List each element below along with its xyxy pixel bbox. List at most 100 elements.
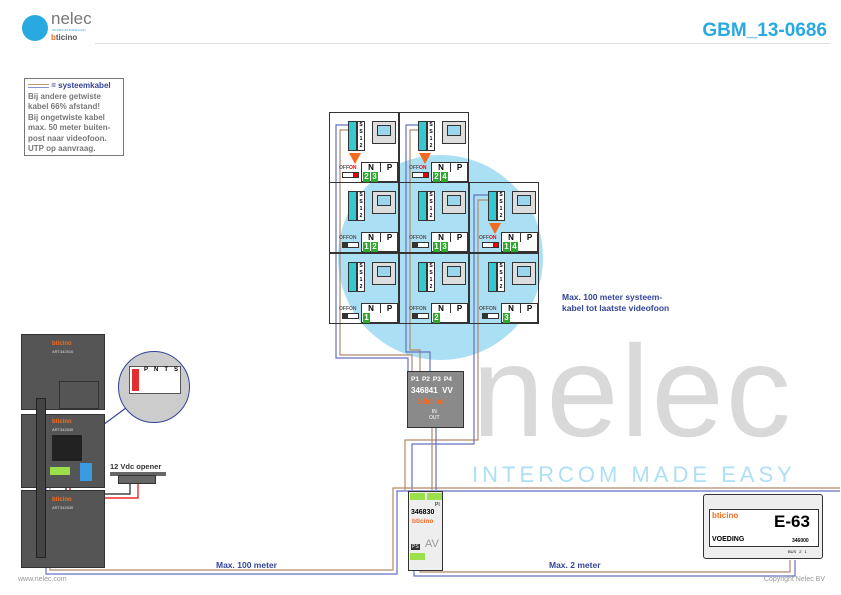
cable-blue [413,560,796,577]
np-header: P [520,233,538,242]
np-header: P [450,233,468,242]
monitor-icon [372,262,396,285]
interface-brand: bticino [412,518,434,525]
terminal-block-icon [348,191,357,221]
legend-box: = systeemkabel Bij andere getwiste kabel… [24,78,124,156]
address-code: 1 [363,313,370,323]
cable-brown [339,129,488,490]
terminal-label: S [359,270,363,276]
dip-switch[interactable] [482,313,499,319]
interface-code: 346830 [411,509,435,516]
ps-label: PS [411,544,420,550]
av-label: AV [425,538,439,550]
legend-line: post naar videofoon. [28,133,107,143]
out-label: OUT [429,415,440,421]
pi-label: PI [435,502,440,508]
legend-line: kabel 66% afstand! [28,102,101,111]
website: www.nelec.com [18,576,67,583]
psu-label: VOEDING [712,536,745,543]
panel-brand: bticino [52,497,72,503]
audio-video-interface-346830: PI 346830 bticino PS AV [408,491,443,571]
opener-label: 12 Vdc opener [110,462,162,471]
psu-brand: bticino [712,511,739,520]
terminal-block-icon [348,121,357,151]
terminal-label: 2 [499,284,503,290]
legend-line: Bij andere getwiste [28,91,101,101]
switch-label: OFFON [339,306,357,312]
terminal-label: 2 [499,213,503,219]
panel-connector-cable [36,398,46,558]
watermark-text: nelec [472,318,793,464]
np-header: N [438,163,444,172]
np-header: N [368,304,374,313]
terminal-block-icon [488,191,497,221]
monitor-icon [442,121,466,144]
in-label: IN [431,409,437,415]
terminal-label: 2 [359,213,363,219]
terminal-label: 2 [359,284,363,290]
np-header: P [380,233,398,242]
np-header: P [520,304,538,313]
bticino-logo: bticino [51,33,78,42]
np-header: P [450,163,468,172]
monitor-icon [512,191,536,214]
terminal-label: 1 [804,549,807,554]
np-header: N [508,304,514,313]
door-panel-module: bticino ART342630 [21,414,105,488]
terminal-label: S [429,263,433,269]
switch-label: OFFON [409,165,427,171]
monitor-icon [512,262,536,285]
terminal-block-icon [348,262,357,292]
terminal-label: 1 [429,136,433,142]
switch-label: OFFON [409,235,427,241]
address-code: 2 [371,242,378,252]
arrow-down-icon [349,153,361,164]
address-code: 4 [441,172,448,182]
dip-switch[interactable] [482,242,499,248]
port-label: P1 [411,376,419,383]
terminal-label: S [429,199,433,205]
dip-switch[interactable] [412,313,429,319]
legend-line: UTP op aanvraag. [28,144,96,153]
np-header: N [508,233,514,242]
door-panel-module: bticino ART342510 [21,334,105,410]
np-header: N [438,304,444,313]
terminal-label: 2 [429,213,433,219]
address-code: 4 [511,242,518,252]
terminal-label: 1 [359,136,363,142]
dip-switch[interactable] [342,242,359,248]
port-label: P4 [443,376,452,383]
zoom-label: P [144,367,149,373]
terminal-label: S [429,122,433,128]
address-code: 2 [433,313,440,323]
terminal-label: S [359,122,363,128]
terminal-label: BUS [788,549,797,554]
dip-switch[interactable] [412,242,429,248]
module-code: ART342510 [52,349,74,354]
terminal-label: S [499,263,503,269]
dip-switch[interactable] [342,172,359,178]
dip-switch[interactable] [412,172,429,178]
np-header: N [368,233,374,242]
terminal-label: 2 [429,143,433,149]
terminal-label: 2 [799,549,802,554]
port-label: P3 [432,376,441,383]
dip-switch[interactable] [342,313,359,319]
terminal-label: 1 [359,206,363,212]
monitor-icon [372,121,396,144]
